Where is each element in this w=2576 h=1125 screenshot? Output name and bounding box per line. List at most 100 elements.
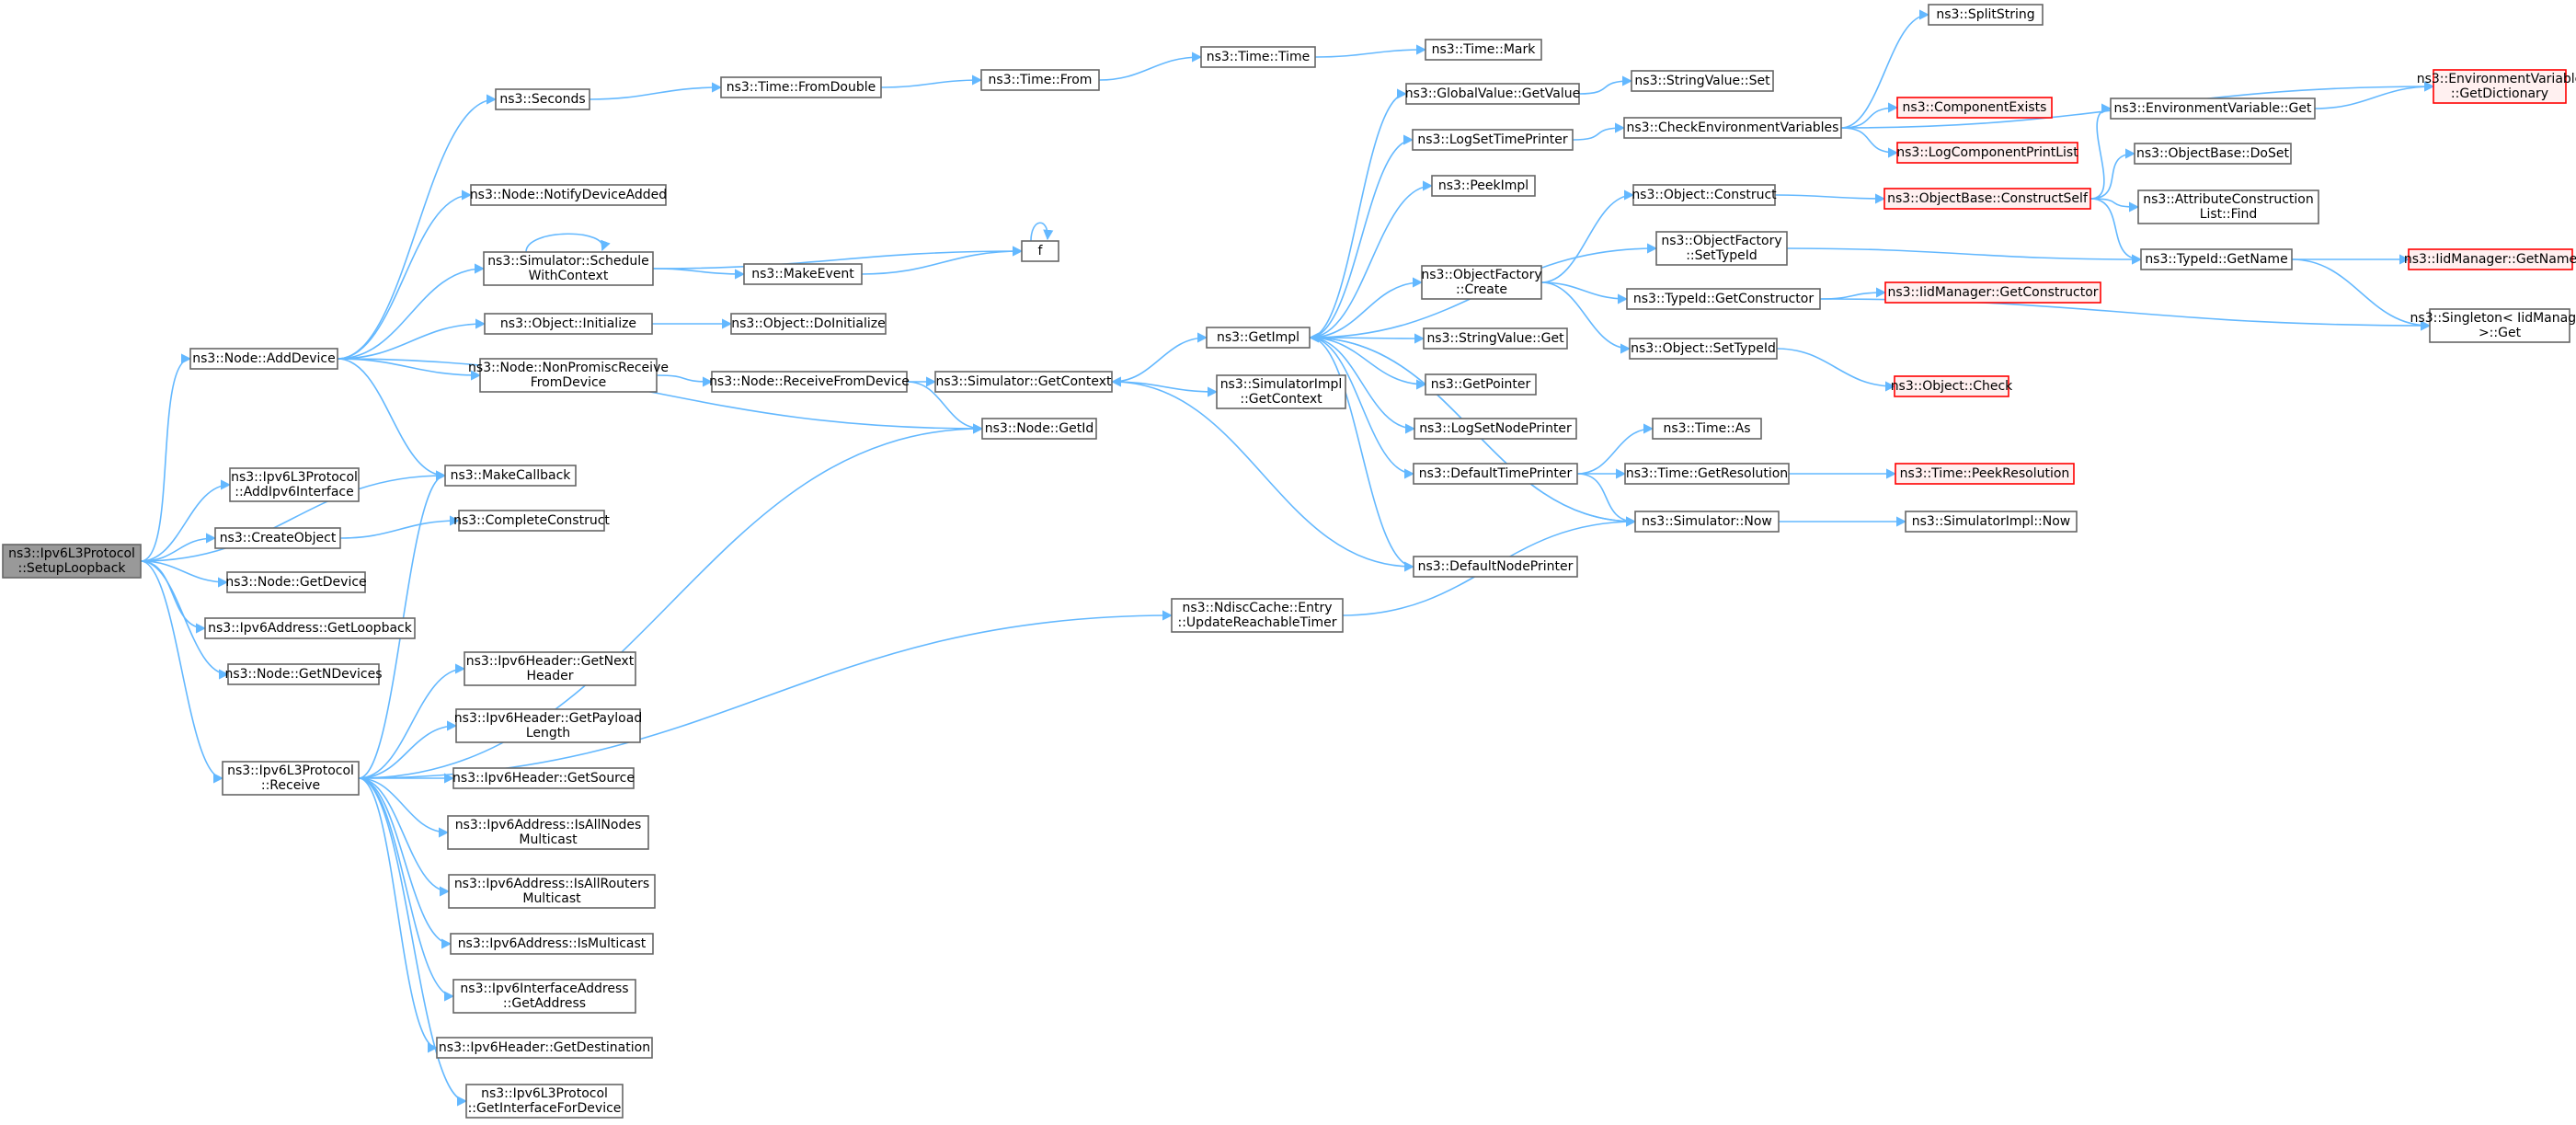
node-timetime[interactable]: ns3::Time::Time (1200, 46, 1316, 68)
node-ismulticast[interactable]: ns3::Ipv6Address::IsMulticast (450, 933, 654, 955)
node-label-f-line-0: f (1038, 244, 1044, 258)
node-objconstruct[interactable]: ns3::Object::Construct (1631, 184, 1777, 206)
node-label-singletonget-line-1: >::Get (2479, 326, 2522, 340)
node-logsettimeprinter[interactable]: ns3::LogSetTimePrinter (1412, 129, 1574, 151)
node-label-defaultnodeprinter-line-0: ns3::DefaultNodePrinter (1418, 559, 1574, 574)
node-adddevice[interactable]: ns3::Node::AddDevice (189, 348, 338, 370)
node-getpointer[interactable]: ns3::GetPointer (1425, 373, 1537, 396)
node-makecallback[interactable]: ns3::MakeCallback (444, 465, 577, 487)
node-label-iidgetconstructor-line-0: ns3::IidManager::GetConstructor (1887, 285, 2098, 300)
node-addipv6if[interactable]: ns3::Ipv6L3Protocol::AddIpv6Interface (229, 467, 360, 502)
node-typeidgetconstructor[interactable]: ns3::TypeId::GetConstructor (1626, 288, 1821, 310)
node-notifydeviceadded[interactable]: ns3::Node::NotifyDeviceAdded (470, 184, 667, 206)
node-createobject[interactable]: ns3::CreateObject (214, 527, 341, 549)
node-getdevice[interactable]: ns3::Node::GetDevice (225, 571, 367, 593)
node-box-getdevice (226, 571, 366, 593)
node-timefromdouble[interactable]: ns3::Time::FromDouble (720, 76, 882, 98)
node-box-receivefromdevice (711, 371, 908, 393)
node-f[interactable]: f (1021, 240, 1059, 262)
node-iidgetconstructor[interactable]: ns3::IidManager::GetConstructor (1884, 281, 2101, 304)
node-envgetdictionary[interactable]: ns3::EnvironmentVariable::GetDictionary (2417, 69, 2576, 104)
node-objinit[interactable]: ns3::Object::Initialize (484, 313, 653, 335)
node-typeidgetname[interactable]: ns3::TypeId::GetName (2140, 248, 2293, 270)
node-peekresolution[interactable]: ns3::Time::PeekResolution (1895, 463, 2075, 485)
node-box-ismulticast (450, 933, 654, 955)
node-stringvalueget[interactable]: ns3::StringValue::Get (1423, 327, 1568, 350)
node-label-simimplgetcontext-line-1: ::GetContext (1240, 392, 1322, 407)
node-box-stringvalueget (1423, 327, 1568, 350)
node-simgetcontext[interactable]: ns3::Simulator::GetContext (934, 371, 1113, 393)
node-objfactorysettypeid[interactable]: ns3::ObjectFactory::SetTypeId (1655, 231, 1788, 266)
node-timegetresolution[interactable]: ns3::Time::GetResolution (1624, 463, 1790, 485)
node-completeconstruct[interactable]: ns3::CompleteConstruct (453, 510, 610, 532)
edge-typeidgetconstructor-to-iidgetconstructor (1819, 287, 1887, 300)
node-box-timefrom (980, 69, 1100, 91)
node-label-iidgetname-line-0: ns3::IidManager::GetName (2404, 252, 2576, 267)
node-checkenv[interactable]: ns3::CheckEnvironmentVariables (1623, 117, 1842, 139)
node-globalvaluegetvalue[interactable]: ns3::GlobalValue::GetValue (1405, 83, 1580, 105)
node-receive[interactable]: ns3::Ipv6L3Protocol::Receive (222, 761, 360, 796)
node-getimpl[interactable]: ns3::GetImpl (1206, 327, 1311, 349)
node-simimplgetcontext[interactable]: ns3::SimulatorImpl::GetContext (1216, 374, 1346, 409)
node-timemark[interactable]: ns3::Time::Mark (1425, 39, 1542, 61)
node-peekimpl[interactable]: ns3::PeekImpl (1431, 175, 1536, 197)
edge-getimpl-to-objfactorycreate (1309, 277, 1424, 339)
node-logcomponentprintlist[interactable]: ns3::LogComponentPrintList (1896, 142, 2078, 164)
node-getndevices[interactable]: ns3::Node::GetNDevices (224, 663, 383, 685)
node-label-objfactorysettypeid-line-1: ::SetTypeId (1686, 248, 1757, 263)
node-makeevent[interactable]: ns3::MakeEvent (743, 263, 863, 285)
node-logsetnodeprinter[interactable]: ns3::LogSetNodePrinter (1414, 418, 1577, 440)
node-dosset[interactable]: ns3::ObjectBase::DoSet (2134, 143, 2292, 165)
node-label-getloopback-line-0: ns3::Ipv6Address::GetLoopback (208, 621, 413, 636)
node-box-simnow (1634, 511, 1780, 533)
node-getdestination[interactable]: ns3::Ipv6Header::GetDestination (436, 1037, 653, 1059)
node-timeas[interactable]: ns3::Time::As (1652, 418, 1762, 440)
edge-checkenv-to-splitstring (1840, 9, 1930, 129)
edge-defaulttimeprinter-to-timeas (1576, 423, 1654, 475)
node-defaulttimeprinter[interactable]: ns3::DefaultTimePrinter (1413, 463, 1578, 485)
node-seconds[interactable]: ns3::Seconds (495, 88, 590, 110)
edge-adddevice-to-objinit (337, 318, 487, 360)
node-simimplnow[interactable]: ns3::SimulatorImpl::Now (1905, 511, 2078, 533)
node-getifacefordevice[interactable]: ns3::Ipv6L3Protocol::GetInterfaceForDevi… (465, 1084, 624, 1119)
node-simnow[interactable]: ns3::Simulator::Now (1634, 511, 1780, 533)
node-label-objfactorycreate-line-1: ::Create (1456, 282, 1507, 297)
node-objsettypeid[interactable]: ns3::Object::SetTypeId (1629, 338, 1778, 360)
node-box-attrconstructionfind (2137, 189, 2319, 224)
node-stringvalueset[interactable]: ns3::StringValue::Set (1631, 70, 1774, 92)
node-getsource[interactable]: ns3::Ipv6Header::GetSource (452, 767, 635, 789)
node-objfactorycreate[interactable]: ns3::ObjectFactory::Create (1421, 265, 1542, 300)
edge-simgetcontext-to-getimpl (1111, 332, 1208, 383)
node-nodegetid[interactable]: ns3::Node::GetId (981, 418, 1097, 440)
node-label-envgetdictionary-line-1: ::GetDictionary (2451, 86, 2548, 101)
node-splitstring[interactable]: ns3::SplitString (1928, 4, 2044, 26)
node-timefrom[interactable]: ns3::Time::From (980, 69, 1100, 91)
node-getloopback[interactable]: ns3::Ipv6Address::GetLoopback (204, 617, 416, 639)
node-constructself[interactable]: ns3::ObjectBase::ConstructSelf (1883, 188, 2091, 210)
node-doinitialize[interactable]: ns3::Object::DoInitialize (730, 313, 887, 335)
node-receivefromdevice[interactable]: ns3::Node::ReceiveFromDevice (709, 371, 910, 393)
node-iidgetname[interactable]: ns3::IidManager::GetName (2404, 248, 2576, 270)
node-label-stringvalueget-line-0: ns3::StringValue::Get (1426, 331, 1564, 346)
node-label-envgetdictionary-line-0: ns3::EnvironmentVariable (2417, 72, 2576, 86)
node-singletonget[interactable]: ns3::Singleton< IidManager>::Get (2410, 308, 2576, 343)
node-root[interactable]: ns3::Ipv6L3Protocol::SetupLoopback (2, 544, 142, 579)
node-envget[interactable]: ns3::EnvironmentVariable::Get (2110, 98, 2316, 120)
node-box-timeas (1652, 418, 1762, 440)
node-defaultnodeprinter[interactable]: ns3::DefaultNodePrinter (1413, 556, 1578, 578)
node-objcheck[interactable]: ns3::Object::Check (1891, 375, 2013, 397)
node-label-getsource-line-0: ns3::Ipv6Header::GetSource (452, 771, 635, 786)
node-box-createobject (214, 527, 341, 549)
node-updatereachable[interactable]: ns3::NdiscCache::Entry::UpdateReachableT… (1171, 598, 1344, 633)
node-componentexists[interactable]: ns3::ComponentExists (1896, 97, 2053, 119)
node-ifaddrgetaddress[interactable]: ns3::Ipv6InterfaceAddress::GetAddress (452, 979, 636, 1014)
node-box-f (1021, 240, 1059, 262)
